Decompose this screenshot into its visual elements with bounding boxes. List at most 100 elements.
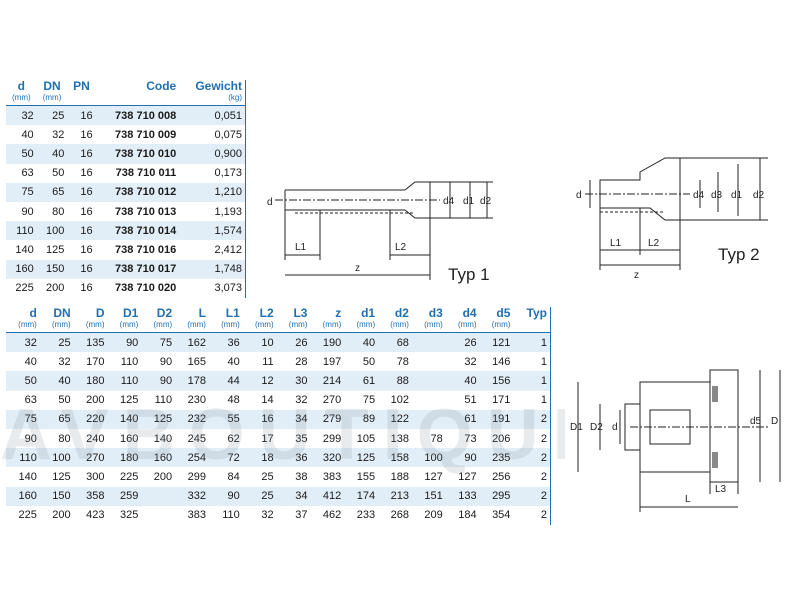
unit-d: (mm) [6,93,37,106]
table-cell: 214 [310,371,345,391]
table-cell: 170 [86,355,105,368]
table-cell: 16 [80,128,93,141]
table-cell [411,371,446,391]
table-cell: 90 [21,205,34,218]
table-cell: 125 [52,470,71,483]
table-cell: 738 710 013 [115,205,177,218]
table-cell: 90 [445,448,480,468]
table-cell: 190 [310,332,345,353]
table-cell: 1 [513,332,552,353]
col-unit: (mm) [73,320,108,333]
table-cell: 230 [187,394,206,407]
dim-d5: d5 [750,416,762,427]
table-cell: 90 [159,355,173,368]
table-cell: 738 710 014 [95,221,180,241]
table-cell: 32 [58,355,71,368]
table-cell: 100 [411,448,446,468]
col-unit: (mm) [242,320,277,333]
table-cell: 2 [513,467,552,487]
col-header-d: d [17,79,26,93]
table-cell: 40 [445,371,480,391]
col-header: Typ [513,307,552,320]
col-header: z [335,306,342,320]
table-cell: 1,210 [179,182,247,202]
col-unit: (mm) [479,320,514,333]
col-unit: (mm) [445,320,480,333]
table-cell: 200 [86,394,105,407]
table-cell: 156 [479,371,514,391]
table-cell: 40 [227,355,240,368]
table-cell: 0,900 [179,144,247,164]
table-cell: 325 [119,509,139,522]
table-cell: 299 [187,470,206,483]
table-cell: 17 [261,432,274,445]
table-cell: 295 [479,486,514,506]
table-cell: 240 [86,432,105,445]
table-header-row: d DN PN Code Gewicht [6,79,247,93]
table-cell: 354 [492,509,511,522]
table-cell: 32 [464,355,477,368]
table-cell: 40 [36,144,68,164]
table-cell: 160 [141,448,176,468]
col-header: D2 [156,306,173,320]
table-cell: 32 [6,105,37,126]
table-cell: 188 [390,470,409,483]
table-cell: 332 [175,486,209,506]
table-cell: 213 [378,486,412,506]
col-unit: (mm) [141,320,176,333]
table-cell: 25 [39,332,74,353]
table-cell: 34 [276,486,311,506]
table-cell: 72 [208,448,243,468]
table-cell: 209 [424,509,443,522]
table-cell: 233 [356,509,376,522]
table-cell: 40 [344,332,379,353]
col-header-pn: PN [73,79,90,93]
dim-d: d [576,190,582,201]
table-cell: 1,193 [179,201,247,222]
col-header-dn: DN [43,79,61,93]
col-header: L1 [225,306,240,320]
table-cell: 90 [107,332,142,353]
table-cell: 140 [18,470,37,483]
table-cell: 32 [6,332,40,353]
table-cell: 37 [295,509,308,522]
table-cell: 200 [46,282,65,295]
table-cell: 51 [464,394,477,407]
table-cell: 50 [6,144,37,164]
table-cell: 38 [295,470,308,483]
table-cell: 89 [344,409,379,429]
col-header: d3 [428,306,443,320]
unit-pn [67,93,96,106]
table-cell: 2 [513,486,552,506]
table-cell: 3,073 [179,278,247,298]
dim-z: z [634,270,639,281]
table-cell: 105 [356,432,376,445]
table-cell: 150 [36,259,68,279]
table-cell: 423 [86,509,105,522]
table-cell: 270 [322,394,342,407]
col-unit: (mm) [175,320,209,333]
table-cell: 2 [513,448,552,468]
table-cell: 160 [119,432,139,445]
table-cell: 0,173 [179,163,247,183]
table-cell: 48 [227,394,240,407]
dim-l1: L1 [295,242,307,253]
table-cell: 110 [154,394,173,407]
table-cell [411,332,446,353]
table-cell: 30 [276,371,311,391]
table-cell: 256 [492,470,511,483]
unit-gewicht: (kg) [179,93,247,106]
diagram-flange: D1 D2 d d5 D L3 L [570,369,781,512]
col-unit: (mm) [344,320,379,333]
table-cell: 102 [390,394,409,407]
table-cell: 26 [276,332,311,353]
col-unit: (mm) [107,320,142,333]
